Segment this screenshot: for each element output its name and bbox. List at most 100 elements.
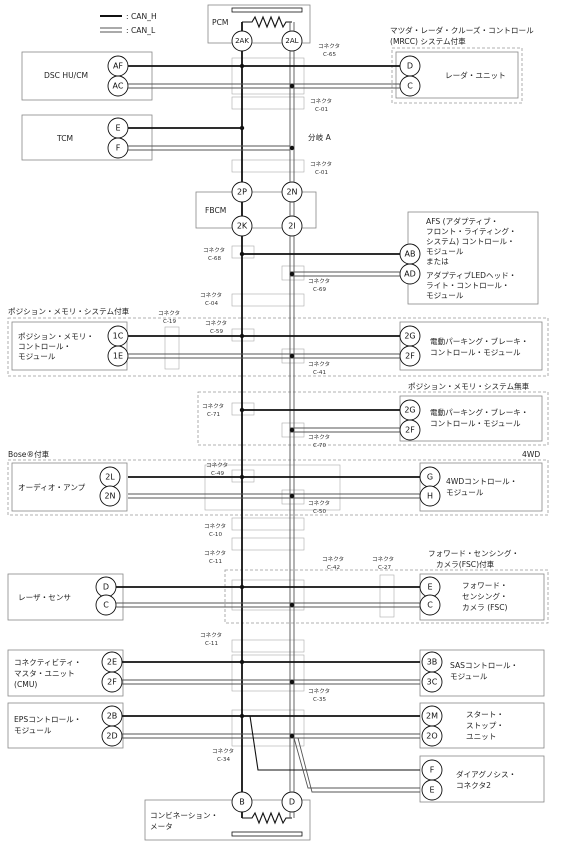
fsc-box	[419, 573, 545, 621]
connector-word: コネクタ	[308, 360, 330, 368]
splice-dot	[239, 713, 245, 719]
fsc-label-line: センシング・	[462, 591, 508, 601]
pin-label: H	[427, 492, 433, 501]
connector-c27-block	[379, 574, 395, 618]
pin-circle	[231, 181, 253, 203]
connector-c10-label: C-10	[209, 532, 222, 538]
connector-c27-label: C-27	[378, 565, 391, 571]
legend: : CAN_H : CAN_L	[100, 12, 157, 35]
pin-label: D	[289, 798, 295, 807]
pin-label: 3C	[427, 678, 438, 687]
ss-label-line: ユニット	[466, 732, 496, 741]
pin-label: F	[116, 144, 121, 153]
splice-dot	[289, 427, 295, 433]
sas-label-line: モジュール	[450, 672, 488, 681]
group-labels: マツダ・レーダ・クルーズ・コントロール (MRCC) システム付車 ポジション・…	[8, 25, 540, 569]
pin-label: C	[427, 601, 433, 610]
connector-word: コネクタ	[202, 402, 224, 410]
dsc-box	[21, 51, 153, 101]
module-labels: PCM DSC HU/CM レーダ・ユニット TCM FBCM AFS (アダプ…	[14, 18, 529, 831]
dsc-label: DSC HU/CM	[44, 71, 88, 80]
connector-c68-block	[231, 245, 255, 259]
pin-circle	[399, 345, 421, 367]
fsc-label-line: フォワード・	[462, 581, 508, 590]
afs-label-line: モジュール	[426, 291, 464, 300]
bose-4wd-group-frame	[7, 459, 549, 516]
meter-label-line: メータ	[150, 822, 173, 831]
afs-label-line: フロント・ライティング・	[426, 226, 517, 236]
meter-resistor-icon	[242, 811, 292, 825]
afs-label-line: または	[426, 257, 449, 266]
pin-circle	[99, 485, 121, 507]
pin-label: 2K	[237, 222, 248, 231]
pin-circle	[399, 75, 421, 97]
pm-without-group-label: ポジション・メモリ・システム無車	[408, 381, 530, 391]
splice-dot	[289, 83, 295, 89]
afs-box	[407, 211, 539, 305]
radar-unit-label: レーダ・ユニット	[445, 70, 506, 80]
eps-label-line: モジュール	[14, 726, 52, 735]
pm-module-label-line: コントロール・	[18, 342, 71, 351]
legend-can-l-label: : CAN_L	[126, 26, 156, 35]
connector-c11a-block	[231, 537, 305, 551]
connector-c35-block	[231, 654, 305, 692]
epb2-label-line: コントロール・モジュール	[430, 419, 521, 428]
pin-label: 2F	[107, 678, 117, 687]
ss-label-line: スタート・	[466, 710, 504, 719]
connector-word: コネクタ	[308, 433, 330, 441]
connector-c19-block	[164, 326, 180, 370]
pin-label: 2P	[237, 188, 247, 197]
fsc-group-label-line: フォワード・センシング・	[428, 548, 519, 558]
pin-label: E	[115, 124, 120, 133]
pin-label: 2AK	[235, 37, 249, 45]
pin-label: 2D	[106, 732, 117, 741]
connector-c11b-block	[231, 639, 305, 653]
pin-label: 1E	[113, 352, 123, 361]
splice-dot	[239, 407, 245, 413]
splice-dot	[289, 271, 295, 277]
connector-c42-label: C-42	[327, 565, 340, 571]
audio-label: オーディオ・アンプ	[18, 482, 86, 492]
pin-circle	[281, 30, 303, 52]
pin-circle	[419, 485, 441, 507]
connector-blocks	[164, 57, 395, 747]
connector-c59-label: C-59	[210, 329, 223, 335]
connector-word: コネクタ	[372, 555, 394, 563]
dlc-label-line: ダイアグノシス・	[456, 769, 516, 779]
pin-label: E	[427, 583, 432, 592]
afs-label-line: アダプティブLEDヘッド・	[426, 270, 516, 280]
connector-c69-label: C-69	[313, 287, 326, 293]
connector-c11b-label: C-11	[205, 641, 218, 647]
connector-c04-label: C-04	[205, 301, 218, 307]
pin-label: F	[430, 766, 435, 775]
connector-c35-label: C-35	[313, 697, 326, 703]
epb-box	[399, 321, 543, 371]
tcm-box	[21, 114, 153, 161]
connector-c04-block	[231, 293, 305, 307]
connector-c70-label: C-70	[313, 443, 326, 449]
fbcm-label: FBCM	[205, 206, 226, 215]
connector-c01b-block	[231, 159, 305, 173]
mrcc-group-label-line: マツダ・レーダ・クルーズ・コントロール	[390, 25, 534, 35]
connector-c11a-label: C-11	[209, 559, 222, 565]
epb-label-line: コントロール・モジュール	[430, 348, 521, 357]
connector-word: コネクタ	[310, 97, 332, 105]
splice-dot	[239, 584, 245, 590]
splice-dot	[239, 251, 245, 257]
connector-word: コネクタ	[308, 687, 330, 695]
connector-labels: コネクタ C-65 コネクタ C-01 コネクタ C-01 コネクタ C-68 …	[158, 42, 394, 763]
pin-circle	[399, 263, 421, 285]
connector-c01b-label: C-01	[315, 170, 328, 176]
awd-label-line: モジュール	[446, 488, 484, 497]
connector-word: コネクタ	[212, 747, 234, 755]
pin-label: 3B	[427, 658, 438, 667]
connector-word: コネクタ	[310, 160, 332, 168]
afs-label-line: システム) コントロール・	[426, 237, 515, 246]
splice-dot	[239, 333, 245, 339]
4wd-group-label: 4WD	[522, 450, 540, 459]
epb2-box	[399, 395, 543, 442]
pin-circle	[107, 75, 129, 97]
pin-label: C	[407, 82, 413, 91]
connector-c01a-block	[231, 96, 305, 110]
splice-dot	[239, 659, 245, 665]
